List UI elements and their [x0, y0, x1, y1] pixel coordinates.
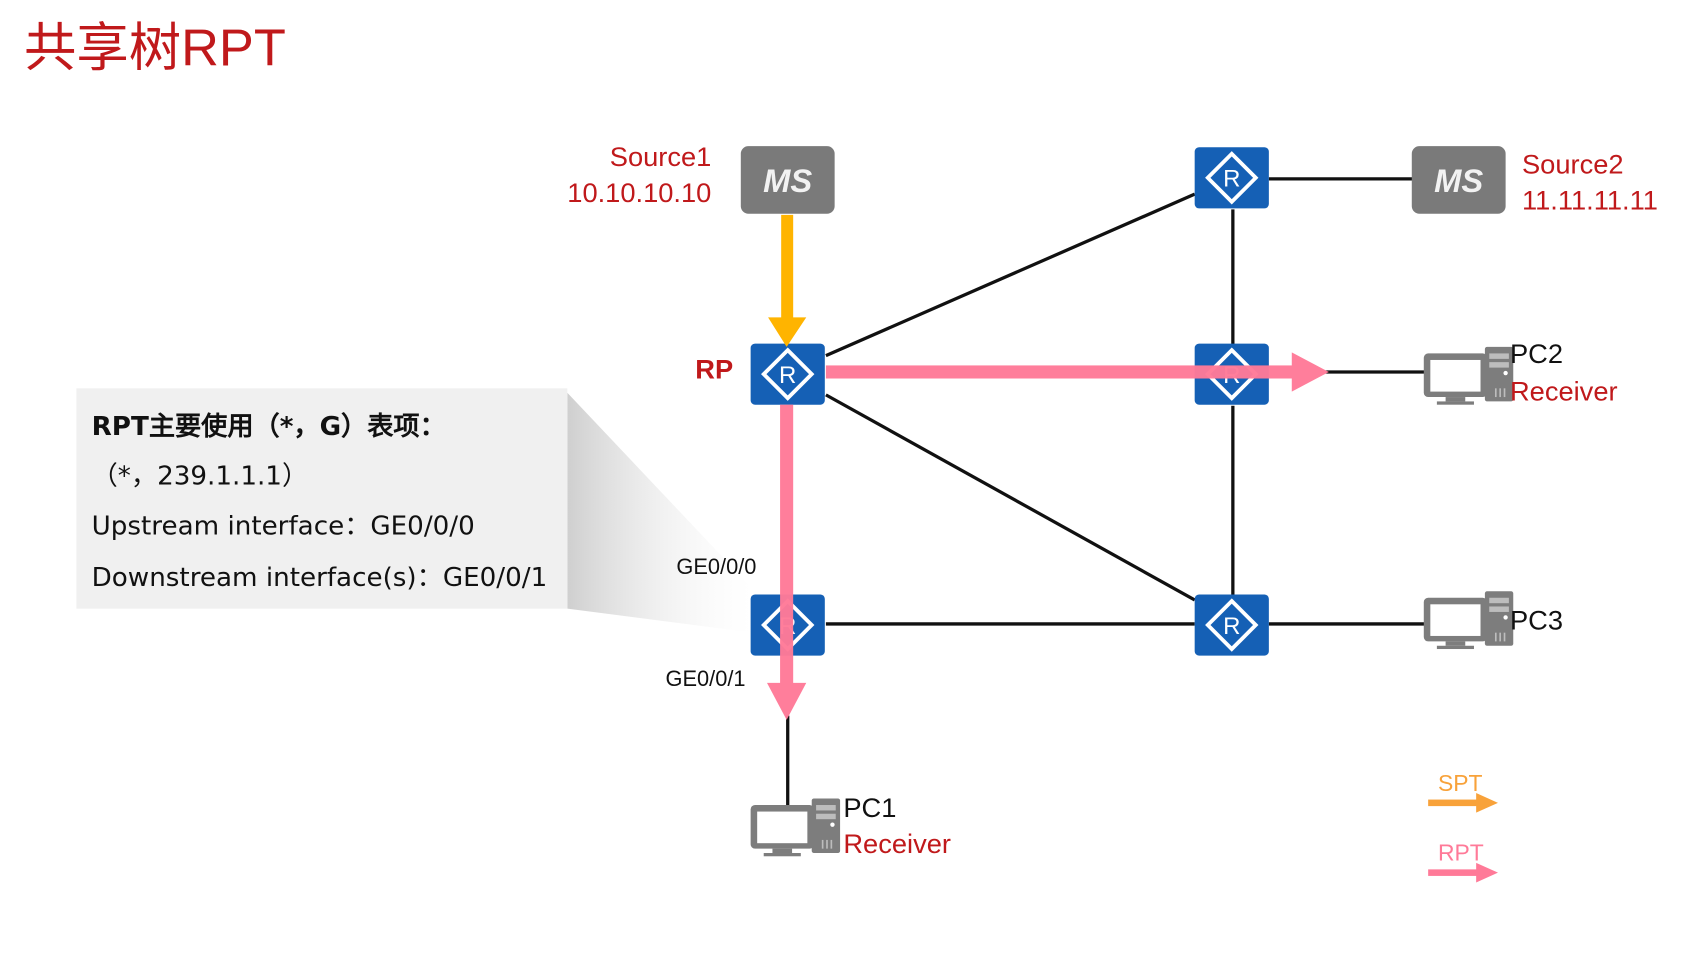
callout-pointer: [567, 392, 753, 633]
source1-icon-label: MS: [763, 162, 812, 199]
slide-title: 共享树RPT: [24, 19, 286, 77]
router-rp[interactable]: [748, 341, 827, 407]
legend-spt-label: SPT: [1438, 770, 1483, 796]
links: [786, 177, 1425, 806]
source1-name: Source1: [610, 141, 712, 172]
pc3-name: PC3: [1510, 604, 1563, 635]
router-top-right[interactable]: [1192, 145, 1271, 211]
info-entry: （*，239.1.1.1）: [92, 461, 308, 491]
ms-server-icon: [1411, 146, 1506, 214]
legend-rpt-arrow: [1428, 869, 1479, 876]
info-panel: [76, 388, 568, 609]
legend-rpt-arrowhead: [1476, 862, 1498, 883]
source1-ip: 10.10.10.10: [567, 177, 711, 208]
source2-name: Source2: [1522, 148, 1624, 179]
ms-server-icon: [740, 146, 835, 214]
pc2-role: Receiver: [1510, 375, 1618, 406]
pc1-role: Receiver: [843, 828, 951, 859]
source2-node[interactable]: MS: [1411, 146, 1506, 214]
info-upstream: Upstream interface：GE0/0/0: [92, 511, 475, 541]
legend: SPT RPT: [1428, 770, 1498, 883]
source2-icon-label: MS: [1434, 162, 1483, 199]
router-bottom-right[interactable]: [1192, 592, 1271, 658]
spt-arrow: [768, 214, 807, 347]
rpt-arrow-to-pc2: [825, 352, 1329, 392]
source1-node[interactable]: MS: [740, 146, 835, 214]
rp-label: RP: [695, 354, 733, 385]
info-downstream: Downstream interface(s)：GE0/0/1: [92, 563, 548, 593]
info-heading: RPT主要使用（*，G）表项：: [92, 412, 446, 442]
legend-spt-arrowhead: [1476, 793, 1498, 813]
router-icon: [748, 341, 827, 407]
pc-icon: [1422, 590, 1515, 650]
router-icon: [1192, 592, 1271, 658]
port-label-downstream: GE0/0/1: [666, 666, 746, 691]
pc2-name: PC2: [1510, 338, 1563, 369]
pc-icon: [1422, 346, 1515, 406]
link-rp-bottomright: [825, 393, 1196, 602]
source2-ip: 11.11.11.11: [1522, 184, 1658, 215]
port-label-upstream: GE0/0/0: [676, 554, 756, 579]
router-icon: [1192, 145, 1271, 211]
pc2-node[interactable]: [1422, 346, 1515, 406]
rpt-arrow-to-pc1: [766, 404, 807, 720]
pc1-node[interactable]: [749, 797, 841, 858]
link-rp-topright: [825, 192, 1196, 358]
pc3-node[interactable]: [1422, 590, 1515, 650]
pc1-name: PC1: [843, 792, 896, 823]
legend-spt-arrow: [1428, 799, 1479, 807]
pc-icon: [749, 797, 841, 858]
legend-rpt-label: RPT: [1438, 840, 1484, 866]
